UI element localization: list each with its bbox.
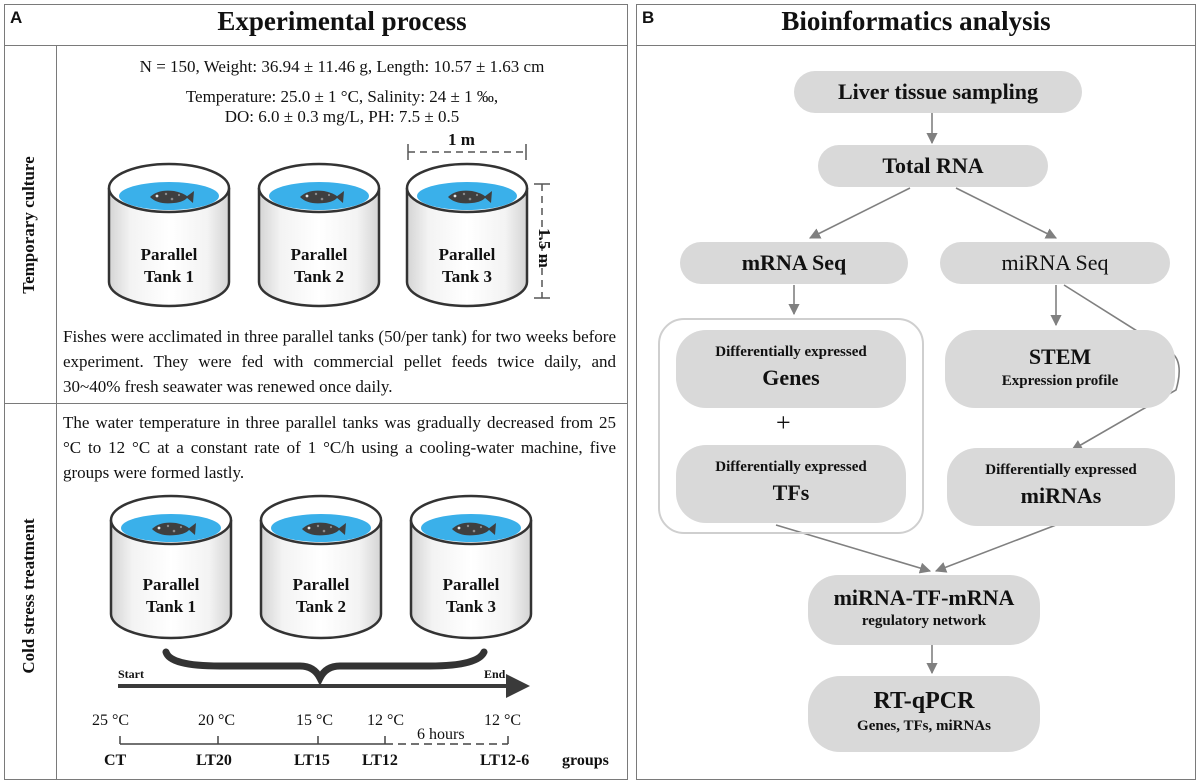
cold-tank-2-label-line2: Tank 2 [296, 597, 346, 616]
timeline-arrowhead [506, 674, 530, 698]
tank-1-cold [108, 492, 234, 642]
node-regulatory-network: miRNA-TF-mRNA regulatory network [808, 575, 1040, 645]
temp-label-lt15: 15 °C [296, 712, 334, 729]
cold-tank-3-label-line2: Tank 3 [446, 597, 496, 616]
groups-caption: groups [562, 752, 609, 769]
node-liver-tissue-sampling: Liver tissue sampling [794, 71, 1082, 113]
cold-tank-2-label-line1: Parallel [292, 575, 350, 594]
cold-tank-1-label-line1: Parallel [142, 575, 200, 594]
tank-icon [409, 494, 533, 640]
node-de-genes: Differentially expressed Genes [676, 330, 906, 408]
node-stem: STEM Expression profile [945, 330, 1175, 408]
plus-sign: + [776, 408, 791, 437]
acclimation-paragraph: Fishes were acclimated in three parallel… [63, 327, 616, 396]
timeline-end-label: End [484, 667, 506, 681]
group-label-lt12-6: LT12-6 [480, 752, 530, 769]
grouping-brace [162, 648, 488, 686]
tank-1-label-line1: Parallel [140, 245, 198, 264]
cold-tank-1-label-line2: Tank 1 [146, 597, 196, 616]
panel-a-title-divider [4, 45, 628, 46]
panel-b [636, 4, 1196, 780]
tank-3-label-line2: Tank 3 [442, 267, 492, 286]
tank-2-cold [258, 492, 384, 642]
duration-label: 6 hours [417, 726, 465, 743]
node-mrna-seq: mRNA Seq [680, 242, 908, 284]
info-line-1: N = 150, Weight: 36.94 ± 11.46 g, Length… [139, 57, 545, 76]
panel-a-section-divider [4, 403, 628, 404]
timeline-graphic [118, 648, 530, 745]
node-de-tfs: Differentially expressed TFs [676, 445, 906, 523]
panel-a-side-divider [56, 45, 57, 780]
info-line-2: Temperature: 25.0 ± 1 °C, Salinity: 24 ±… [185, 87, 499, 106]
genes-tfs-group-box [658, 318, 924, 534]
cold-tank-3-label-line1: Parallel [442, 575, 500, 594]
panel-a [4, 4, 628, 780]
temp-label-ct: 25 °C [92, 712, 130, 729]
group-label-ct: CT [104, 752, 127, 769]
timeline-start-label: Start [118, 667, 144, 681]
temp-label-lt12-6: 12 °C [484, 712, 522, 729]
panel-b-title: Bioinformatics analysis [781, 6, 1051, 36]
dimension-height-label: 1.5 m [534, 228, 554, 268]
group-label-lt12: LT12 [362, 752, 398, 769]
node-total-rna: Total RNA [818, 145, 1048, 187]
panel-b-letter: B [642, 8, 655, 27]
tank-icon [109, 494, 233, 640]
tank-3-label-line1: Parallel [438, 245, 496, 264]
tank-3-cold [408, 492, 534, 642]
dimension-markers [407, 144, 550, 299]
panel-a-title: Experimental process [217, 6, 467, 36]
tank-2-label-line2: Tank 2 [294, 267, 344, 286]
group-label-lt20: LT20 [196, 752, 232, 769]
tank-2-label-line1: Parallel [290, 245, 348, 264]
node-rt-qpcr: RT-qPCR Genes, TFs, miRNAs [808, 676, 1040, 752]
panel-a-letter: A [10, 8, 23, 27]
temp-label-lt20: 20 °C [198, 712, 236, 729]
dimension-width-label: 1 m [448, 130, 475, 149]
node-de-mirnas: Differentially expressed miRNAs [947, 448, 1175, 526]
node-mirna-seq: miRNA Seq [940, 242, 1170, 284]
panel-b-title-divider [636, 45, 1196, 46]
tank-1-label-line2: Tank 1 [144, 267, 194, 286]
side-label-temporary-culture: Temporary culture [19, 156, 38, 294]
cooling-paragraph: The water temperature in three parallel … [63, 413, 616, 482]
tank-icon [259, 494, 383, 640]
temp-label-lt12: 12 °C [367, 712, 405, 729]
group-label-lt15: LT15 [294, 752, 330, 769]
info-line-3: DO: 6.0 ± 0.3 mg/L, PH: 7.5 ± 0.5 [224, 107, 460, 126]
side-label-cold-stress: Cold stress treatment [19, 518, 38, 674]
